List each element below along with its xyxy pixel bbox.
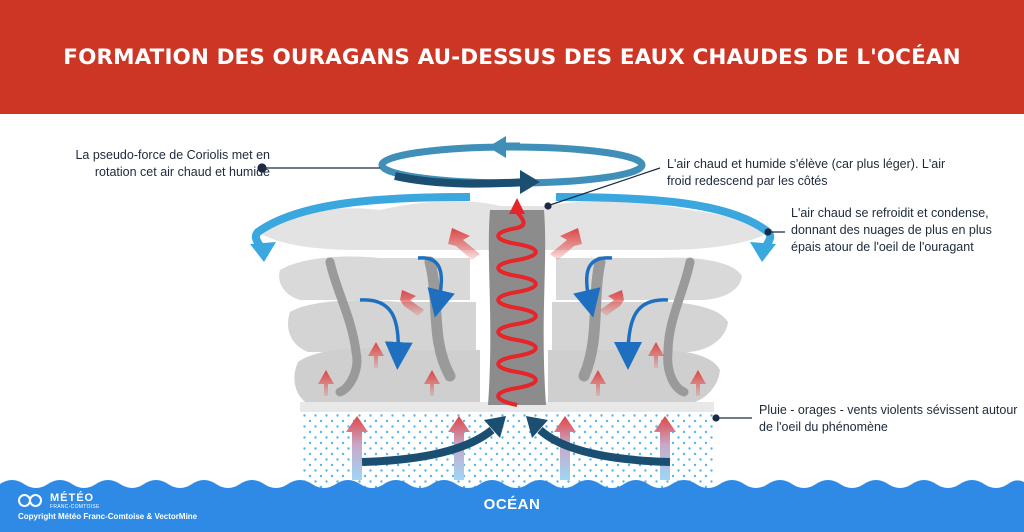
- rain-annotation: Pluie - orages - vents violents sévissen…: [759, 403, 1018, 434]
- meteo-logo-icon: [18, 492, 46, 510]
- cloud-mass: [258, 201, 770, 412]
- header-banner: FORMATION DES OURAGANS AU-DESSUS DES EAU…: [0, 0, 1024, 114]
- warm-air-arrows: [318, 228, 706, 396]
- coriolis-annotation: La pseudo-force de Coriolis met en rotat…: [75, 148, 270, 179]
- warm-air-spiral: [496, 210, 538, 407]
- rising-air-annotation: L'air chaud et humide s'élève (car plus …: [667, 157, 946, 188]
- logo-title: MÉTÉO: [50, 491, 95, 504]
- outflow-arrows: [250, 193, 776, 262]
- inflow-arrows: [361, 416, 671, 466]
- logo-subtitle: FRANC-COMTOISE: [50, 503, 100, 510]
- cold-air-arrows: [359, 256, 669, 370]
- coriolis-rotation: [378, 136, 646, 194]
- spiral-arrowhead: [509, 198, 525, 214]
- ocean: [0, 480, 1024, 532]
- rain-zone: [300, 412, 714, 492]
- meteo-logo: MÉTÉO FRANC-COMTOISE: [18, 492, 100, 510]
- ocean-label: OCÉAN: [483, 496, 541, 513]
- leader-lines: [257, 163, 785, 422]
- page-title: FORMATION DES OURAGANS AU-DESSUS DES EAU…: [63, 44, 961, 70]
- condensation-annotation: L'air chaud se refroidit et condense, do…: [791, 206, 992, 254]
- copyright-text: Copyright Météo Franc-Comtoise & VectorM…: [18, 512, 198, 521]
